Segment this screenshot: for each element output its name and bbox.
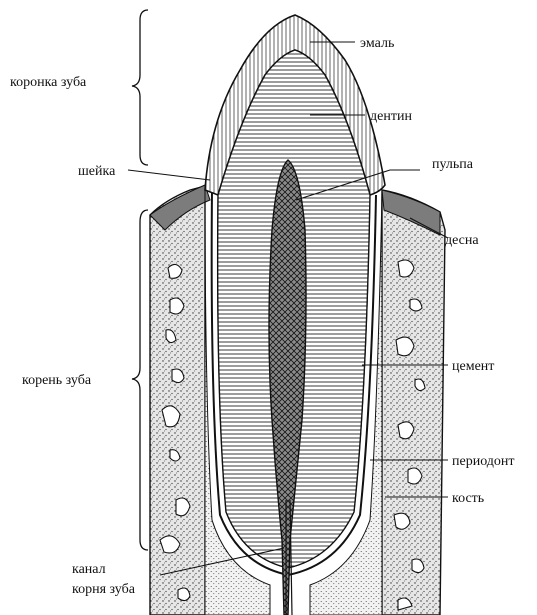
label-periodontium: периодонт (452, 454, 515, 469)
crown-bracket (132, 10, 148, 165)
label-root: корень зуба (22, 373, 92, 388)
label-gum: десна (445, 233, 479, 248)
neck-leader (128, 170, 210, 180)
brackets (132, 10, 148, 550)
label-dentin: дентин (370, 109, 412, 124)
label-crown: коронка зуба (10, 75, 87, 90)
label-neck: шейка (78, 164, 116, 179)
label-root-canal-line2: корня зуба (72, 582, 136, 597)
label-bone: кость (452, 491, 484, 506)
label-root-canal-line1: канал (72, 562, 106, 577)
label-pulp: пульпа (432, 157, 474, 172)
label-cementum: цемент (452, 359, 494, 374)
label-enamel: эмаль (360, 36, 394, 51)
root-bracket (132, 210, 148, 550)
